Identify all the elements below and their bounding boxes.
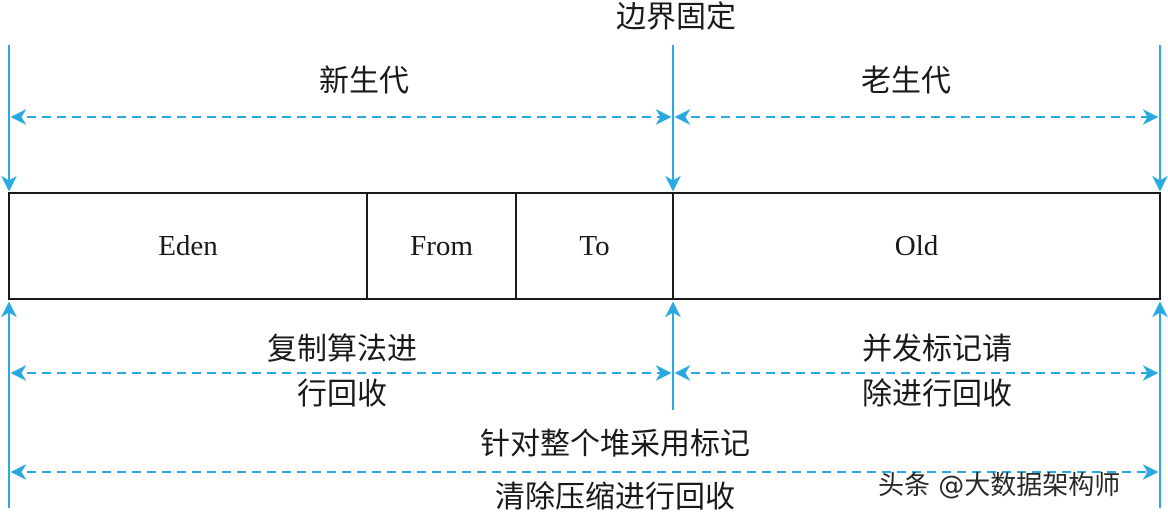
old-generation-label: 老生代: [861, 64, 951, 99]
boundary-fixed-label: 边界固定: [616, 0, 736, 35]
top-boundary-arrows: [1, 45, 1168, 192]
young-gc-label-line2: 行回收: [297, 377, 387, 412]
full-gc-label-line1: 针对整个堆采用标记: [480, 427, 750, 462]
bottom-boundary-arrows: [1, 301, 1168, 508]
heap-outline: [8, 192, 1161, 300]
young-generation-label: 新生代: [319, 64, 409, 99]
old-gc-label-line1: 并发标记请: [862, 332, 1012, 367]
heap-box: [8, 192, 1161, 300]
to-region: To: [579, 229, 610, 262]
source-watermark: 头条 @大数据架构师: [878, 471, 1121, 501]
span-arrows: [10, 109, 1159, 480]
from-region: From: [410, 229, 473, 262]
old-region: Old: [894, 229, 939, 262]
old-gc-label-line2: 除进行回收: [862, 377, 1012, 412]
full-gc-label-line2: 清除压缩进行回收: [495, 480, 735, 515]
young-gc-label-line1: 复制算法进: [267, 332, 417, 367]
eden-region: Eden: [158, 229, 218, 262]
